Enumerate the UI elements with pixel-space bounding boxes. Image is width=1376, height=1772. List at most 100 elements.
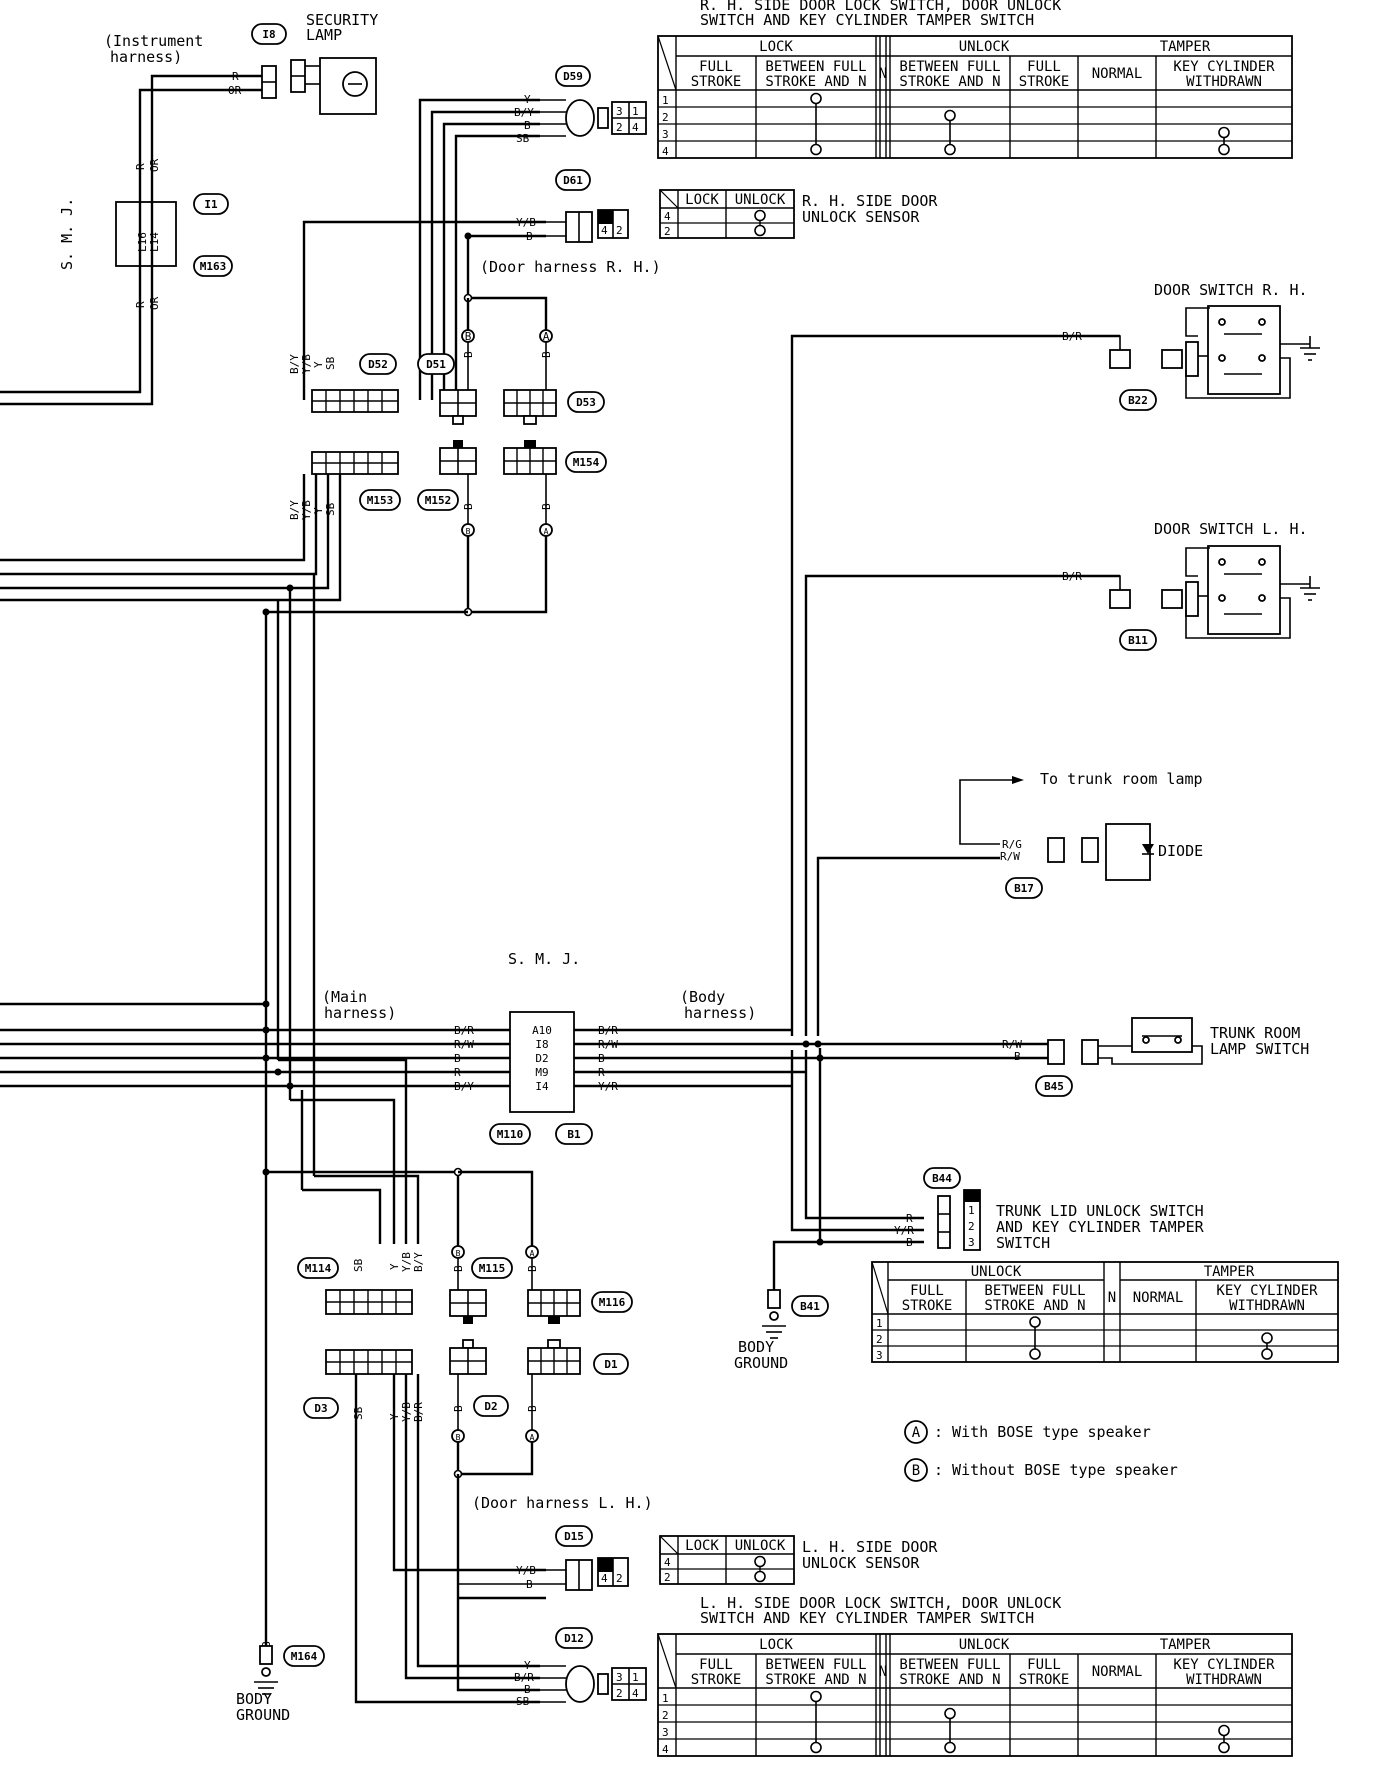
table-row-label: 3 (662, 1726, 669, 1739)
ground-bolt-icon (769, 1311, 779, 1321)
door-harness-connectors-lh: B A SB Y Y/B B/Y B B M114 M115 M116 (262, 1058, 653, 1704)
svg-text:B/Y: B/Y (412, 1252, 425, 1272)
sensor-row-label: 4 (664, 1556, 671, 1569)
svg-text:B/Y: B/Y (288, 500, 301, 520)
contact-mark (810, 92, 822, 105)
trunk-lid-switch-label-3: SWITCH (996, 1234, 1050, 1252)
svg-text:1: 1 (968, 1204, 975, 1217)
svg-text:M116: M116 (599, 1296, 626, 1309)
table-row-label: 4 (662, 1743, 669, 1756)
connector-b44 (937, 1195, 951, 1249)
trunk-row-label: 2 (876, 1333, 883, 1346)
table-col-header: STROKE AND N (899, 1672, 1000, 1688)
trunk-col-header: N (1108, 1290, 1116, 1306)
table-col-header: N (879, 66, 887, 82)
table-group-header: UNLOCK (959, 1637, 1010, 1653)
connector-ref-i1: I1 (193, 193, 229, 215)
svg-text:4: 4 (632, 121, 639, 134)
svg-text:A: A (530, 1249, 535, 1258)
smj-pin-label: M9 (535, 1066, 548, 1079)
svg-text:D61: D61 (563, 174, 583, 187)
connector-ref-d51: D51 (417, 353, 455, 375)
table-col-header: STROKE (1019, 1672, 1070, 1688)
trunk-col-header: BETWEEN FULL (984, 1283, 1085, 1299)
connector-b45 (1047, 1039, 1065, 1065)
svg-text:D15: D15 (564, 1530, 584, 1543)
svg-text:D53: D53 (576, 396, 596, 409)
table-row-label: 1 (662, 94, 669, 107)
svg-text:B1: B1 (567, 1128, 581, 1141)
svg-text:M115: M115 (479, 1262, 506, 1275)
svg-text:3: 3 (968, 1236, 975, 1249)
svg-text:R: R (134, 163, 147, 170)
sensor-row-label: 2 (664, 1571, 671, 1584)
rh-switch-title-2: SWITCH AND KEY CYLINDER TAMPER SWITCH (700, 11, 1034, 29)
svg-text:B/R: B/R (514, 1671, 534, 1684)
svg-text:1: 1 (632, 105, 639, 118)
d59-section: D59 Y B/Y B SB 1 4 3 2 (418, 65, 647, 400)
contact-mark (1218, 143, 1230, 156)
svg-text:1: 1 (632, 1671, 639, 1684)
svg-text:D1: D1 (604, 1358, 618, 1371)
body-ground-lh-label: BODY (236, 1690, 272, 1708)
door-switch-rh: DOOR SWITCH R. H. B/R B22 (790, 281, 1320, 1036)
table-col-header: STROKE (691, 74, 742, 90)
ground-bolt-icon (261, 1667, 271, 1677)
door-switch-lh-body (1207, 545, 1281, 635)
trunk-lid-switch-label: TRUNK LID UNLOCK SWITCH (996, 1202, 1204, 1220)
door-switch-lh: DOOR SWITCH L. H. B/R B11 (804, 520, 1320, 1036)
svg-text:A: A (544, 527, 549, 536)
lh-sensor-label: L. H. SIDE DOOR (802, 1538, 938, 1556)
table-col-header: FULL (1027, 1657, 1061, 1673)
svg-text:R/W: R/W (1000, 850, 1020, 863)
svg-text:SB: SB (324, 356, 337, 370)
contact-mark (944, 1707, 956, 1720)
table-col-header: KEY CYLINDER (1173, 59, 1275, 75)
lh-sensor-label-2: UNLOCK SENSOR (802, 1554, 920, 1572)
table-row-label: 3 (662, 128, 669, 141)
sensor-col-header: UNLOCK (735, 1538, 786, 1554)
trunk-col-header: NORMAL (1133, 1290, 1184, 1306)
connector-ref-m116: M116 (591, 1291, 633, 1313)
svg-text:B17: B17 (1014, 882, 1034, 895)
connector-b22 (1109, 349, 1131, 369)
connector-ref-d61: D61 (555, 169, 591, 191)
connector-ref-b44: B44 (923, 1167, 961, 1189)
connector-ref-b41: B41 (791, 1295, 829, 1317)
instrument-harness-label: (Instrument (104, 32, 203, 50)
svg-text:I1: I1 (204, 198, 218, 211)
smj-pin-label: I4 (535, 1080, 549, 1093)
table-group-header: TAMPER (1160, 1637, 1211, 1653)
trunk-lid-switch-label-2: AND KEY CYLINDER TAMPER (996, 1218, 1205, 1236)
svg-text:A: A (543, 330, 550, 343)
svg-text:Y: Y (312, 507, 325, 514)
svg-text:M152: M152 (425, 494, 452, 507)
junction-dot (802, 1040, 810, 1048)
svg-text:Y: Y (312, 361, 325, 368)
table-col-header: KEY CYLINDER (1173, 1657, 1275, 1673)
table-col-header: BETWEEN FULL (765, 1657, 866, 1673)
svg-text:2: 2 (616, 1687, 623, 1700)
connector-ref-m114: M114 (297, 1257, 339, 1279)
trunk-col-header: STROKE (902, 1298, 953, 1314)
svg-text:B/Y: B/Y (288, 354, 301, 374)
trunk-col-header: WITHDRAWN (1229, 1298, 1305, 1314)
connector-b11 (1109, 589, 1131, 609)
table-row-label: 2 (662, 111, 669, 124)
svg-text:B11: B11 (1128, 634, 1148, 647)
connector-ref-d1: D1 (593, 1353, 629, 1375)
legend: A : With BOSE type speaker B : Without B… (904, 1420, 1178, 1482)
rh-sensor-label-2: UNLOCK SENSOR (802, 208, 920, 226)
connector-ref-m152: M152 (417, 489, 459, 511)
svg-text:D59: D59 (563, 70, 583, 83)
sensor-row-label: 4 (664, 210, 671, 223)
contact-mark (754, 1555, 766, 1568)
svg-text:M164: M164 (291, 1650, 318, 1663)
sensor-table-frame (659, 189, 795, 239)
connector-b17 (1047, 837, 1065, 863)
svg-text:D2: D2 (484, 1400, 497, 1413)
connector-ref-m115: M115 (471, 1257, 513, 1279)
contact-mark (1261, 1348, 1273, 1360)
